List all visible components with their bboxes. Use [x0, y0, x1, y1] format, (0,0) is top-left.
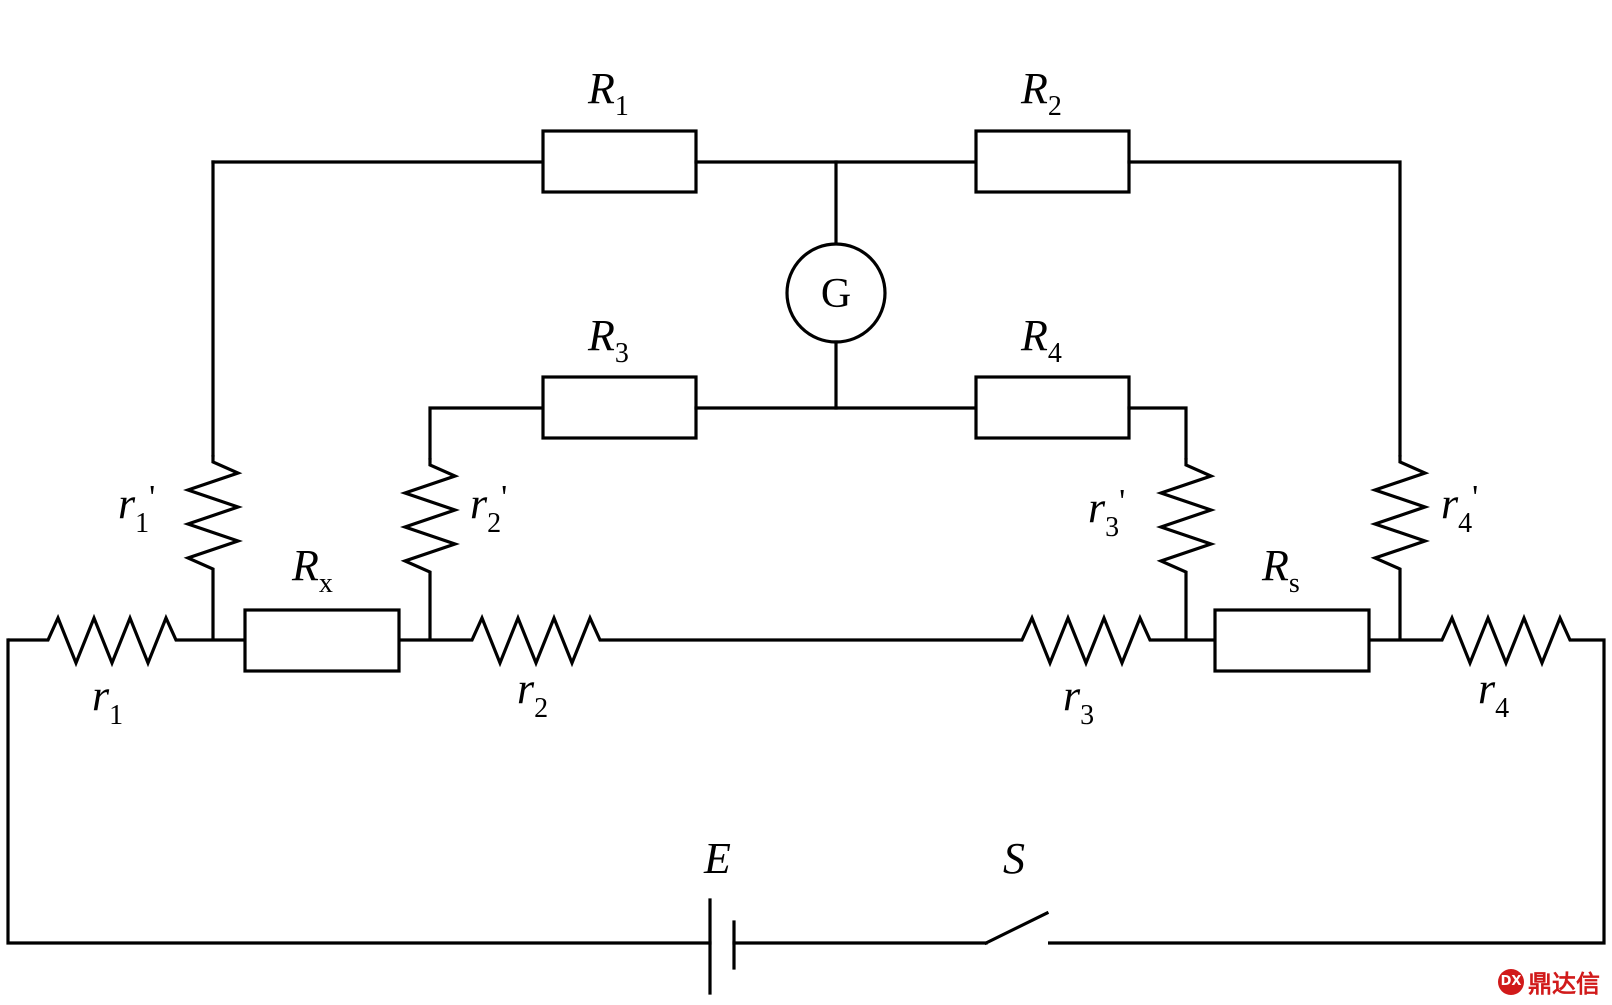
label-switch: S	[1003, 834, 1025, 883]
label-galvanometer: G	[821, 271, 851, 317]
label-r3: r3	[1063, 671, 1094, 731]
resistor-Rs	[1213, 608, 1371, 673]
resistor-R3	[541, 375, 698, 440]
resistor-r1-prime	[183, 455, 243, 640]
watermark-badge-icon: DX	[1498, 968, 1524, 995]
switch-blade	[983, 910, 1050, 946]
label-r2: r2	[517, 664, 548, 724]
resistor-R1	[541, 129, 698, 194]
watermark-text: 鼎达信	[1528, 970, 1600, 998]
resistor-r1	[8, 613, 245, 668]
resistor-r4	[1048, 613, 1606, 945]
wire-left-outer	[6, 638, 712, 945]
label-r1: r1	[92, 671, 123, 731]
label-r1-prime: r1'	[118, 479, 155, 539]
label-r4: r4	[1478, 664, 1509, 724]
label-r2-prime: r2'	[470, 479, 507, 539]
label-r4-prime: r4'	[1441, 479, 1478, 539]
wire-mid-right	[1127, 406, 1188, 460]
resistor-R2	[974, 129, 1131, 194]
watermark-logo: DX 鼎达信	[1498, 964, 1600, 999]
label-R1: R1	[587, 64, 629, 122]
label-r3-prime: r3'	[1088, 483, 1125, 543]
wire-mid-left	[428, 406, 545, 460]
wire-top-right	[1127, 160, 1402, 457]
resistor-R4	[974, 375, 1131, 440]
resistor-r3	[1019, 613, 1215, 668]
label-R3: R3	[587, 311, 629, 369]
resistor-r4-prime	[1370, 455, 1430, 640]
label-emf: E	[703, 834, 731, 883]
label-Rx: Rx	[291, 541, 333, 599]
label-R4: R4	[1020, 311, 1062, 369]
resistor-r2-prime	[400, 458, 460, 640]
label-Rs: Rs	[1261, 541, 1300, 599]
resistor-r3-prime	[1156, 458, 1216, 640]
label-R2: R2	[1020, 64, 1062, 122]
resistor-Rx	[243, 608, 401, 673]
resistor-r2	[399, 613, 1019, 668]
